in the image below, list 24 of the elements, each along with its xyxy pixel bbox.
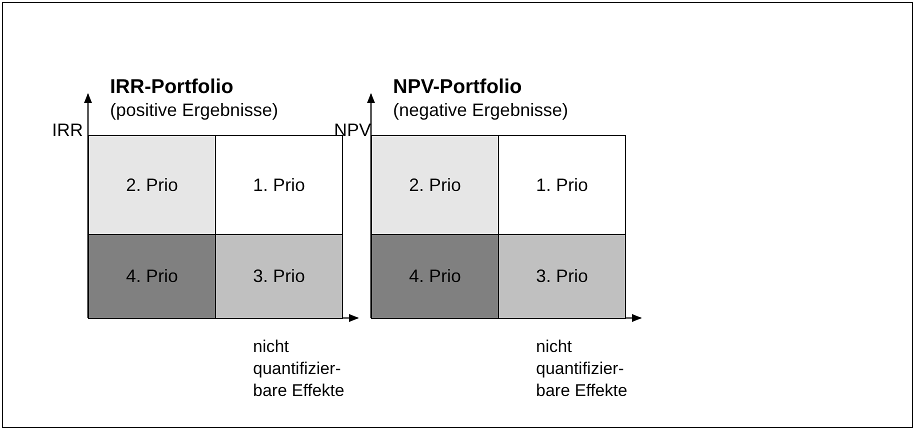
quadrant-label: 1. Prio <box>536 174 588 196</box>
panel-title: NPV-Portfolio <box>393 76 522 99</box>
quadrant-label: 3. Prio <box>536 266 588 287</box>
panel-subtitle: (positive Ergebnisse) <box>110 100 278 121</box>
quadrant-label: 1. Prio <box>252 174 306 196</box>
panel-title: IRR-Portfolio <box>110 76 234 99</box>
panel-subtitle: (negative Ergebnisse) <box>393 100 568 121</box>
priority-quadrant <box>88 234 216 319</box>
priority-quadrant <box>215 135 343 235</box>
priority-quadrant <box>215 234 343 319</box>
priority-quadrant <box>371 234 499 319</box>
axis-label: nicht quantifizier- bare Effekte <box>536 336 628 402</box>
quadrant-label: 3. Prio <box>252 266 306 287</box>
priority-quadrant <box>88 135 216 235</box>
priority-quadrant <box>498 234 626 319</box>
quadrant-label: 2. Prio <box>408 174 462 196</box>
quadrant-label: 2. Prio <box>126 174 178 196</box>
quadrant-label: 4. Prio <box>126 266 178 287</box>
axis-label: nicht quantifizier- bare Effekte <box>253 336 346 402</box>
axis-label: NPV <box>334 120 372 141</box>
quadrant-label: 4. Prio <box>408 266 462 287</box>
priority-quadrant <box>498 135 626 235</box>
priority-quadrant <box>371 135 499 235</box>
axis-label: IRR <box>52 120 83 141</box>
